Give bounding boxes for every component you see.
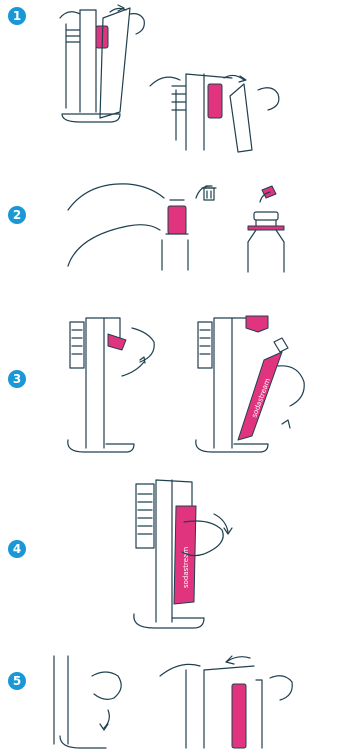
bottle-ring	[248, 226, 284, 230]
bottle-outline	[162, 240, 188, 270]
step-5: 5	[0, 640, 341, 751]
machine-open-back-2	[150, 74, 279, 152]
hand-icon	[92, 672, 121, 699]
hand-icon	[132, 328, 154, 362]
bottle-cap	[168, 206, 186, 234]
machine-open-back-1	[60, 5, 144, 122]
hand-icon	[270, 676, 292, 700]
step-1-illustration	[0, 0, 341, 160]
machine-with-bottle: sodastream	[196, 316, 304, 452]
machine-lever-down	[68, 318, 154, 452]
carbonator-holder	[208, 84, 222, 118]
step-3-illustration: sodastream	[0, 300, 341, 470]
trash-can-icon	[202, 186, 216, 200]
curved-arrow-icon	[282, 420, 290, 428]
step-2-illustration	[0, 160, 341, 300]
curved-arrow-icon	[100, 724, 108, 730]
gas-lever	[108, 334, 126, 350]
installed-bottle	[232, 684, 246, 748]
machine-close-back	[160, 656, 292, 748]
step-4-illustration: sodastream	[0, 470, 341, 640]
back-cover	[100, 8, 130, 118]
step-3: 3 sodastream	[0, 300, 341, 470]
back-cover	[256, 680, 262, 748]
hand-icon	[160, 664, 200, 676]
step-1: 1	[0, 0, 341, 160]
open-lever	[246, 316, 268, 332]
hand-icon	[278, 366, 304, 406]
step-4: 4 sodastream	[0, 470, 341, 640]
hand-icon	[60, 12, 80, 18]
step-2: 2	[0, 160, 341, 300]
removed-back-cover	[230, 84, 252, 152]
hand-icon	[68, 184, 164, 210]
step-5-illustration	[0, 640, 341, 751]
machine-base-closeup	[54, 656, 121, 748]
